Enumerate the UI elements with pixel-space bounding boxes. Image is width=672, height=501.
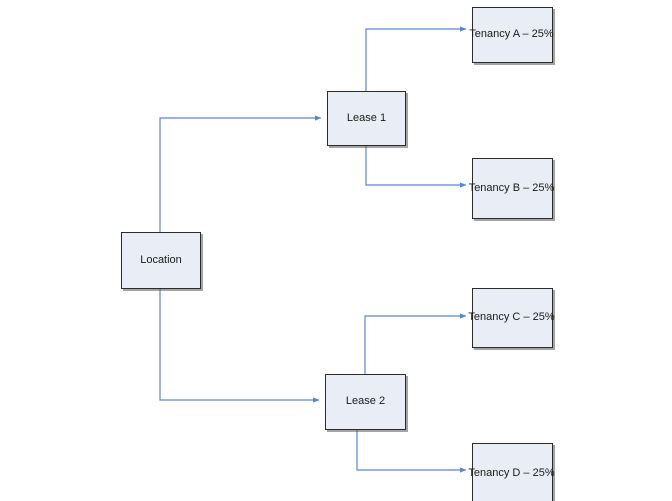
edge-lease-2-to-tenancy-c bbox=[364, 313, 467, 374]
node-tenancy-b[interactable]: Tenancy B – 25% bbox=[469, 158, 554, 219]
edge-lease-1-to-tenancy-a bbox=[365, 26, 467, 91]
edge-lease-1-to-tenancy-b bbox=[365, 146, 467, 188]
node-tenancy-a-label: Tenancy A – 25% bbox=[469, 28, 554, 41]
node-lease-2[interactable]: Lease 2 bbox=[325, 374, 406, 430]
edge-location-to-lease-1 bbox=[159, 115, 322, 232]
edge-lease-2-to-tenancy-d bbox=[356, 430, 467, 473]
node-lease-1-label: Lease 1 bbox=[346, 111, 387, 124]
node-tenancy-c-label: Tenancy C – 25% bbox=[468, 311, 555, 324]
node-lease-2-label: Lease 2 bbox=[345, 395, 386, 408]
node-tenancy-d[interactable]: Tenancy D – 25% bbox=[468, 443, 555, 501]
node-tenancy-b-label: Tenancy B – 25% bbox=[468, 181, 555, 194]
node-tenancy-d-label: Tenancy D – 25% bbox=[468, 467, 555, 480]
node-location-label: Location bbox=[140, 253, 182, 266]
node-tenancy-a[interactable]: Tenancy A – 25% bbox=[469, 7, 554, 63]
node-lease-1[interactable]: Lease 1 bbox=[327, 91, 406, 146]
edge-location-to-lease-2 bbox=[159, 289, 320, 403]
node-tenancy-c[interactable]: Tenancy C – 25% bbox=[468, 288, 555, 348]
node-location[interactable]: Location bbox=[121, 232, 201, 289]
